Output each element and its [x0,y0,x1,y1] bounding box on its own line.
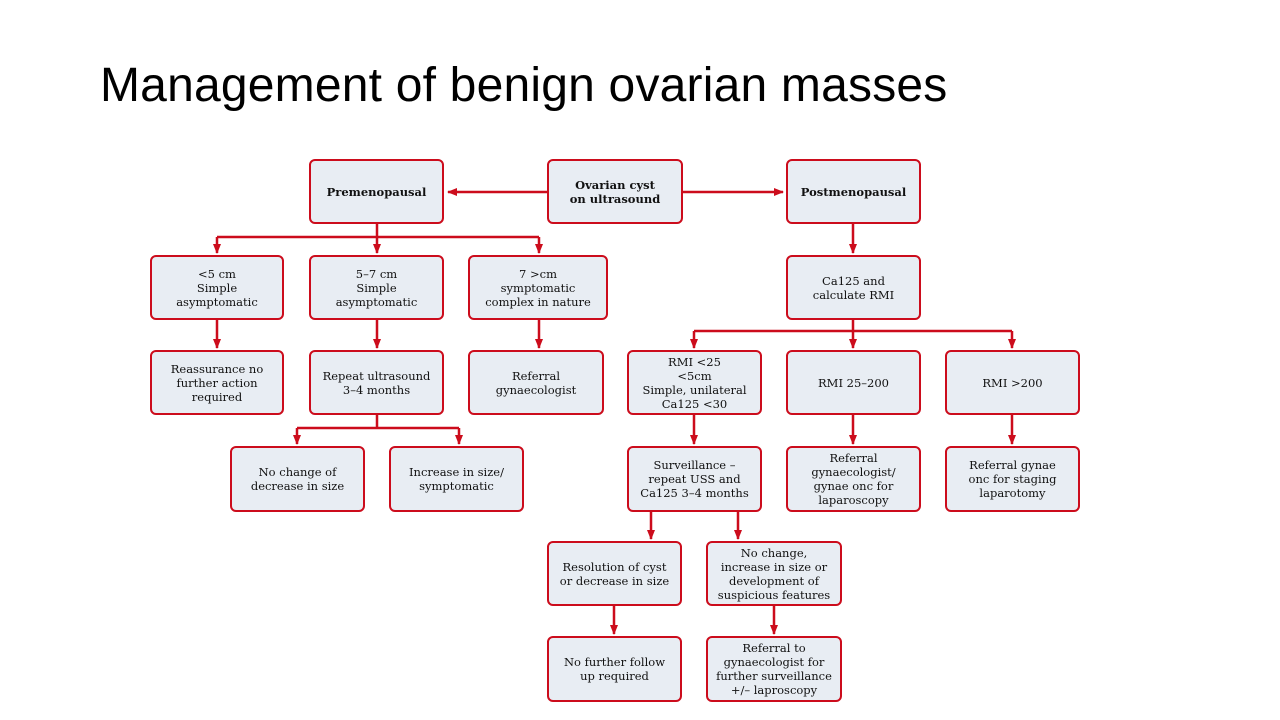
node-referral-laparoscopy: Referral gynaecologist/ gynae onc for la… [786,446,921,512]
node-repeat-ultrasound: Repeat ultrasound 3–4 months [309,350,444,415]
node-no-change-decrease: No change of decrease in size [230,446,365,512]
node-ovarian-cyst-root: Ovarian cyst on ultrasound [547,159,683,224]
node-5-7cm: 5–7 cm Simple asymptomatic [309,255,444,320]
node-rmi-lt25: RMI <25 <5cm Simple, unilateral Ca125 <3… [627,350,762,415]
node-rmi-gt200: RMI >200 [945,350,1080,415]
node-gt7cm: 7 >cm symptomatic complex in nature [468,255,608,320]
node-rmi-25-200: RMI 25–200 [786,350,921,415]
node-referral-staging: Referral gynae onc for staging laparotom… [945,446,1080,512]
node-postmenopausal: Postmenopausal [786,159,921,224]
node-surveillance: Surveillance – repeat USS and Ca125 3–4 … [627,446,762,512]
node-ca125-rmi: Ca125 and calculate RMI [786,255,921,320]
slide-title: Management of benign ovarian masses [100,59,948,112]
node-no-further-follow-up: No further follow up required [547,636,682,702]
node-referral-gynaecologist: Referral gynaecologist [468,350,604,415]
node-lt5cm: <5 cm Simple asymptomatic [150,255,284,320]
node-increase-symptomatic: Increase in size/ symptomatic [389,446,524,512]
node-reassurance: Reassurance no further action required [150,350,284,415]
node-resolution: Resolution of cyst or decrease in size [547,541,682,606]
node-referral-surveillance: Referral to gynaecologist for further su… [706,636,842,702]
node-no-change-suspicious: No change, increase in size or developme… [706,541,842,606]
node-premenopausal: Premenopausal [309,159,444,224]
